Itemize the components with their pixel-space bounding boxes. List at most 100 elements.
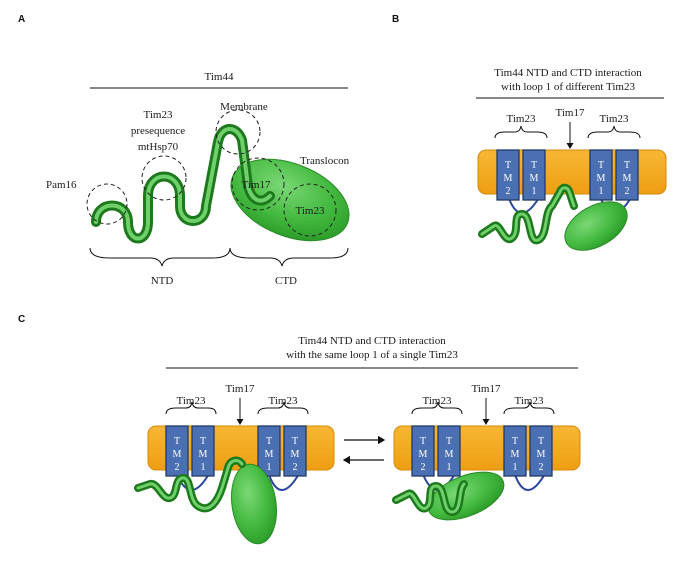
tm-number: 1 (532, 186, 537, 197)
tm-letter: T (531, 160, 537, 171)
state-left: T M 2 T M 1 T M 1 T M 2 Tim23 Tim23 Tim1 (134, 383, 335, 545)
tim44-chain-highlight (480, 186, 576, 242)
tm-letter: M (265, 449, 274, 460)
tim44-ctd-oval (231, 463, 277, 545)
ntd-label: NTD (151, 275, 174, 287)
tim44-chain-highlight (94, 127, 272, 241)
tim23-right-label: Tim23 (269, 395, 298, 407)
tm-letter: T (200, 436, 206, 447)
mthsp70-label: mtHsp70 (138, 141, 179, 153)
pam16-site (86, 183, 128, 225)
translocon-label: Translocon (300, 155, 350, 167)
ctd-label: CTD (275, 275, 297, 287)
tm-letter: M (445, 449, 454, 460)
tim23-loop (267, 471, 301, 491)
membrane-label: Membrane (220, 101, 268, 113)
tim44-chain-highlight (136, 459, 244, 510)
state-right: T M 2 T M 1 T M 1 T M 2 Tim23 Tim23 Tim1 (392, 383, 581, 521)
tim23-dimer-left: T M 2 T M 1 (496, 149, 546, 201)
tm-number: 2 (175, 462, 180, 473)
tim23-right-label: Tim23 (515, 395, 544, 407)
tim44-ctd-oval (427, 471, 505, 521)
tm-letter: T (292, 436, 298, 447)
tm-letter: T (538, 436, 544, 447)
tim23-dimer-right: T M 1 T M 2 (589, 149, 639, 201)
tm-number: 1 (201, 462, 206, 473)
brace-icon (257, 401, 309, 415)
tim23-dimer-right: T M 1 T M 2 (503, 425, 553, 477)
tim44-ctd-oval (564, 201, 628, 251)
tm-letter: M (419, 449, 428, 460)
tm-number: 1 (447, 462, 452, 473)
panel-b-title-line1: Tim44 NTD and CTD interaction (494, 67, 642, 79)
brace-icon (503, 401, 555, 415)
tim23-dimer-right: T M 1 T M 2 (257, 425, 307, 477)
panel-c-label: C (18, 314, 25, 325)
tim23-loop (513, 471, 547, 491)
tm-letter: M (537, 449, 546, 460)
brace-icon (229, 247, 349, 267)
tim44-chain-highlight (394, 482, 466, 514)
panel-a: A Tim44 Pam16 Tim23 presequence mtHsp70 … (18, 14, 350, 287)
tim23-presequence-site (141, 155, 187, 201)
tm-letter: T (598, 160, 604, 171)
tim23-dimer-left: T M 2 T M 1 (165, 425, 215, 477)
tm-letter: T (266, 436, 272, 447)
tm-letter: T (446, 436, 452, 447)
tm-letter: M (597, 173, 606, 184)
panel-b-label: B (392, 14, 399, 25)
tim23-left-label: Tim23 (423, 395, 452, 407)
brace-icon (411, 401, 463, 415)
tm-number: 2 (421, 462, 426, 473)
double-arrow-icon (342, 435, 386, 465)
tm-letter: T (512, 436, 518, 447)
tm-letter: T (505, 160, 511, 171)
brace-icon (89, 247, 231, 267)
panel-b: B Tim44 NTD and CTD interaction with loo… (392, 14, 667, 251)
tim17-label: Tim17 (242, 179, 271, 191)
tm-letter: T (174, 436, 180, 447)
membrane-site (215, 109, 261, 155)
tim17-site (231, 157, 285, 211)
binding-site-circles (86, 109, 337, 237)
brace-icon (494, 125, 548, 139)
tm-letter: M (623, 173, 632, 184)
tm-letter: M (291, 449, 300, 460)
tm-letter: M (199, 449, 208, 460)
tm-letter: T (624, 160, 630, 171)
tm-number: 2 (293, 462, 298, 473)
tim23-dimer-left: T M 2 T M 1 (411, 425, 461, 477)
panel-c-title-line1: Tim44 NTD and CTD interaction (298, 335, 446, 347)
tim17-label: Tim17 (556, 107, 585, 119)
brace-icon (587, 125, 641, 139)
tm-number: 2 (506, 186, 511, 197)
pam16-label: Pam16 (46, 179, 77, 191)
brace-icon (165, 401, 217, 415)
tm-letter: M (530, 173, 539, 184)
tim17-label: Tim17 (226, 383, 255, 395)
panel-b-title-line2: with loop 1 of different Tim23 (501, 81, 635, 93)
tm-letter: T (420, 436, 426, 447)
tim23-right-label: Tim23 (600, 113, 629, 125)
tm-number: 2 (539, 462, 544, 473)
panel-c: C Tim44 NTD and CTD interaction with the… (18, 314, 581, 545)
presequence-label: presequence (131, 125, 185, 137)
panel-c-title-line2: with the same loop 1 of a single Tim23 (286, 349, 458, 361)
tm-number: 1 (513, 462, 518, 473)
tm-letter: M (173, 449, 182, 460)
tm-letter: M (511, 449, 520, 460)
tim23-left-label: Tim23 (507, 113, 536, 125)
tim23-presequence-label: Tim23 (144, 109, 173, 121)
panel-a-label: A (18, 14, 25, 25)
tm-number: 2 (625, 186, 630, 197)
tim23-site (283, 183, 337, 237)
tm-number: 1 (267, 462, 272, 473)
tim23-left-label: Tim23 (177, 395, 206, 407)
tim23-label: Tim23 (296, 205, 325, 217)
translocon-oval (230, 158, 350, 242)
tm-number: 1 (599, 186, 604, 197)
tim17-label: Tim17 (472, 383, 501, 395)
tm-letter: M (504, 173, 513, 184)
panel-a-title: Tim44 (205, 71, 234, 83)
